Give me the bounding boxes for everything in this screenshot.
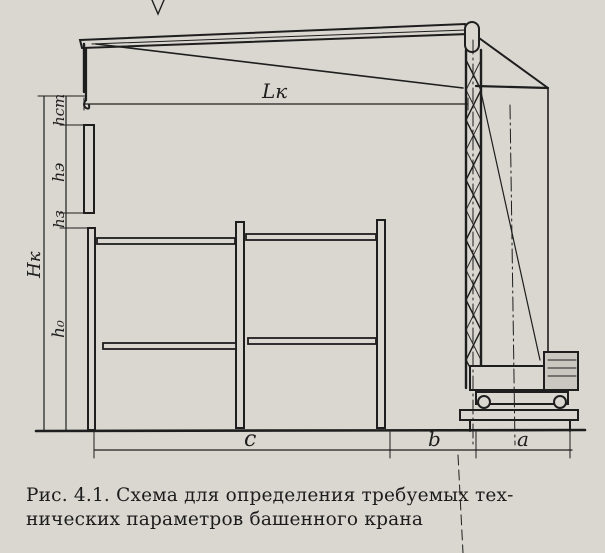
rail-axis [509,104,516,446]
hanging-element [83,124,95,214]
label-hst: hст [50,94,68,126]
dim-vertical [37,95,91,432]
column-right [376,219,386,429]
label-hz: hз [50,210,68,228]
caption-line-1: Рис. 4.1. Схема для определения требуемы… [26,485,514,506]
label-h0: h₀ [49,320,69,338]
ground-line [34,428,587,433]
column-middle [235,221,245,429]
slab-lower-left [102,342,237,350]
top-mark [151,0,165,16]
figure-caption: Рис. 4.1. Схема для определения требуемы… [26,484,596,532]
label-b: b [428,427,441,451]
column-left [87,227,96,431]
slab-lower-right [247,337,377,345]
label-c: c [244,427,256,452]
crane-tower [464,21,549,390]
counterweight [543,351,579,391]
label-a: a [517,427,529,451]
crane-base [459,351,579,432]
building-frame [87,219,386,431]
caption-line-2: нических параметров башенного крана [26,509,424,530]
label-he: hэ [49,163,68,182]
dim-Lk [83,97,469,111]
dim-horizontal [93,431,573,459]
slab-upper-right [245,233,377,241]
crane-jib [78,22,550,94]
label-Lk: Lк [261,79,287,103]
slab-upper-left [96,237,236,245]
label-Hk: Hк [24,251,45,279]
stray-mark [457,454,464,553]
